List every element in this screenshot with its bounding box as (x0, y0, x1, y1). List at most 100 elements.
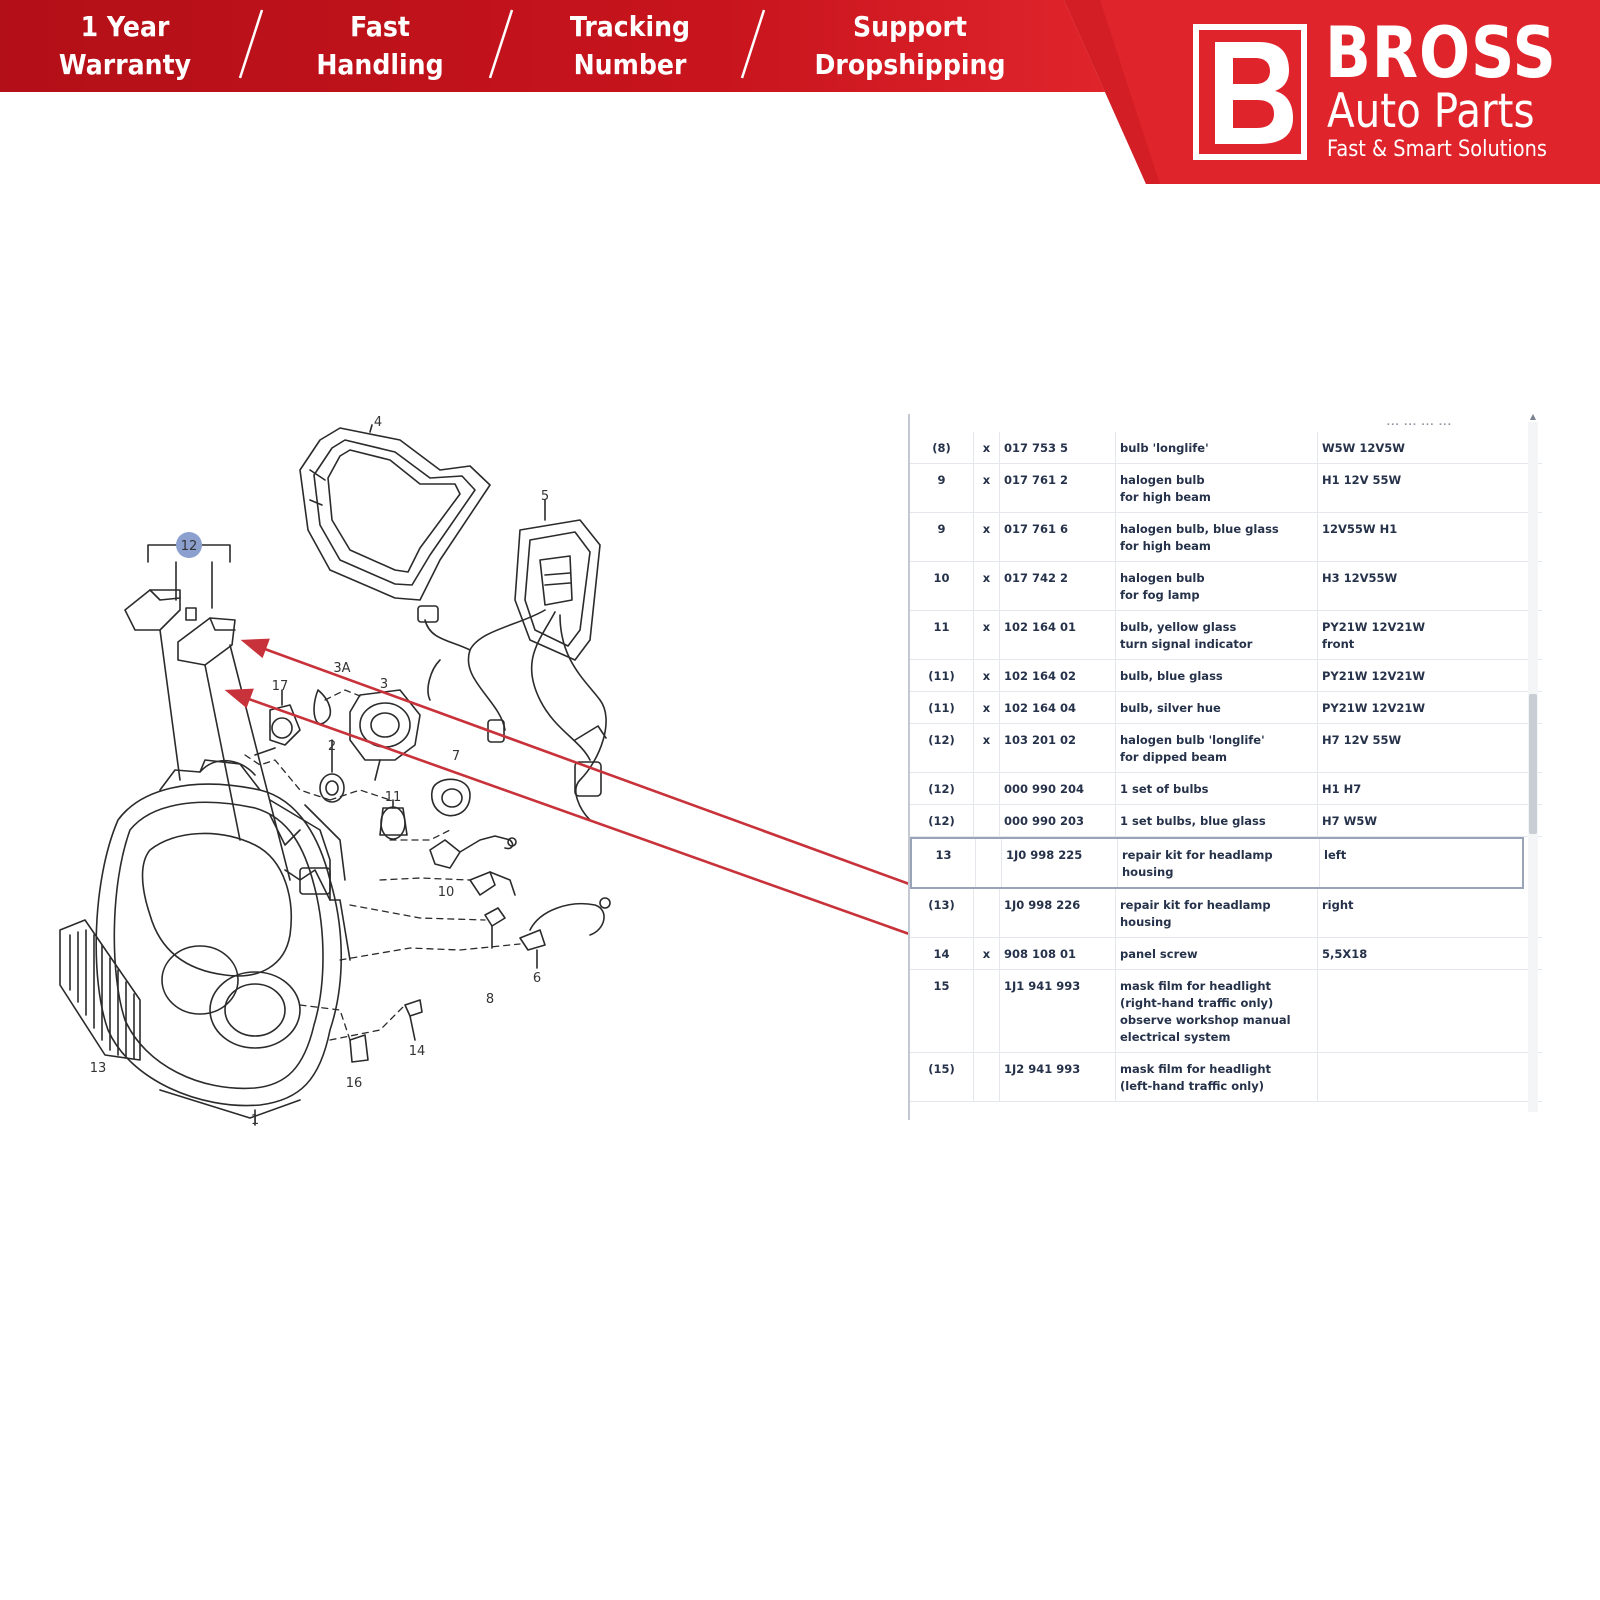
cell-mark (974, 805, 1000, 836)
divider-slash-icon (238, 9, 264, 79)
table-row[interactable]: (15) 1J2 941 993 mask film for headlight… (910, 1053, 1542, 1102)
table-row[interactable]: (13) 1J0 998 226 repair kit for headlamp… (910, 889, 1542, 938)
remark-line: PY21W 12V21W (1322, 669, 1426, 683)
cell-remark: H7 12V 55W (1318, 724, 1504, 772)
table-row[interactable]: (12) x 103 201 02 halogen bulb 'longlife… (910, 724, 1542, 773)
cell-description: 1 set bulbs, blue glass (1116, 805, 1318, 836)
cell-part-number: 103 201 02 (1000, 724, 1116, 772)
arrow-head-icon (240, 638, 270, 659)
reference-arrows (224, 638, 913, 937)
desc-line: housing (1122, 865, 1174, 879)
desc-line: bulb, yellow glass (1120, 620, 1237, 634)
cell-mark: x (974, 938, 1000, 969)
cell-part-number: 000 990 204 (1000, 773, 1116, 804)
cell-remark: left (1320, 839, 1506, 887)
feature-fast-handling: Fast Handling (290, 4, 470, 88)
callout-label: 6 (533, 971, 541, 986)
cell-description: 1 set of bulbs (1116, 773, 1318, 804)
cell-part-number: 000 990 203 (1000, 805, 1116, 836)
arrow-head-icon (224, 688, 254, 709)
highlighted-callout-marker (176, 532, 202, 558)
remark-line: H1 H7 (1322, 782, 1362, 796)
table-row[interactable]: (12) 000 990 204 1 set of bulbs H1 H7 (910, 773, 1542, 805)
cell-part-number: 017 761 2 (1000, 464, 1116, 512)
table-scrollbar[interactable] (1528, 422, 1538, 1112)
cell-position: (12) (910, 773, 974, 804)
desc-line: halogen bulb, blue glass (1120, 522, 1279, 536)
cell-mark (974, 970, 1000, 1052)
cell-description: halogen bulb 'longlife'for dipped beam (1116, 724, 1318, 772)
remark-line: right (1322, 898, 1354, 912)
feature-line: 1 Year (80, 10, 170, 43)
brand-tagline: Fast & Smart Solutions (1327, 137, 1547, 162)
remark-line: front (1322, 637, 1355, 651)
cell-remark: PY21W 12V21W (1318, 660, 1504, 691)
scrollbar-thumb[interactable] (1529, 694, 1537, 834)
desc-line: bulb 'longlife' (1120, 441, 1209, 455)
cell-part-number: 1J2 941 993 (1000, 1053, 1116, 1101)
desc-line: panel screw (1120, 947, 1198, 961)
top-banner: 1 Year Warranty Fast Handling Tracking N… (0, 0, 1600, 184)
table-row[interactable]: (12) 000 990 203 1 set bulbs, blue glass… (910, 805, 1542, 837)
cell-remark: W5W 12V5W (1318, 432, 1504, 463)
cell-position: (11) (910, 692, 974, 723)
cell-description: bulb 'longlife' (1116, 432, 1318, 463)
remark-line: H1 12V 55W (1322, 473, 1402, 487)
table-row[interactable]: (11) x 102 164 02 bulb, blue glass PY21W… (910, 660, 1542, 692)
cell-remark: H3 12V55W (1318, 562, 1504, 610)
cell-position: 13 (912, 839, 976, 887)
remark-line: PY21W 12V21W (1322, 620, 1426, 634)
callout-label: 4 (374, 415, 382, 430)
desc-line: halogen bulb (1120, 473, 1205, 487)
cell-remark: 5,5X18 (1318, 938, 1504, 969)
leader-lines (244, 689, 521, 1041)
desc-line: bulb, silver hue (1120, 701, 1221, 715)
cell-position: 9 (910, 513, 974, 561)
cell-mark: x (974, 724, 1000, 772)
remark-line: left (1324, 848, 1347, 862)
callout-label: 10 (438, 885, 455, 900)
table-row[interactable]: 14 x 908 108 01 panel screw 5,5X18 (910, 938, 1542, 970)
scroll-up-icon[interactable]: ▲ (1529, 414, 1537, 421)
remark-line: PY21W 12V21W (1322, 701, 1426, 715)
cell-remark: H1 H7 (1318, 773, 1504, 804)
desc-line: electrical system (1120, 1030, 1231, 1044)
remark-line: H7 12V 55W (1322, 733, 1402, 747)
cell-position: (12) (910, 724, 974, 772)
callout-label: 2 (328, 739, 336, 754)
cell-part-number: 102 164 01 (1000, 611, 1116, 659)
cell-mark: x (974, 660, 1000, 691)
callout-label: 7 (452, 749, 460, 764)
cell-description: panel screw (1116, 938, 1318, 969)
desc-line: repair kit for headlamp (1120, 898, 1271, 912)
callout-label: 11 (385, 790, 402, 805)
callout-label: 3 (380, 677, 388, 692)
table-row[interactable]: 15 1J1 941 993 mask film for headlight(r… (910, 970, 1542, 1053)
cell-mark (974, 773, 1000, 804)
divider-slash-icon (740, 9, 766, 79)
desc-line: mask film for headlight (1120, 1062, 1272, 1076)
cell-part-number: 1J1 941 993 (1000, 970, 1116, 1052)
brand-name: BROSS (1325, 12, 1557, 94)
table-row[interactable]: (8) x 017 753 5 bulb 'longlife' W5W 12V5… (910, 432, 1542, 464)
callout-label: 17 (272, 679, 289, 694)
remark-line: 5,5X18 (1322, 947, 1368, 961)
cell-description: bulb, blue glass (1116, 660, 1318, 691)
table-row[interactable]: (11) x 102 164 04 bulb, silver hue PY21W… (910, 692, 1542, 724)
desc-line: halogen bulb (1120, 571, 1205, 585)
cell-part-number: 017 742 2 (1000, 562, 1116, 610)
feature-line: Fast (350, 10, 410, 43)
cell-remark: PY21W 12V21W front (1318, 611, 1504, 659)
desc-line: mask film for headlight (1120, 979, 1272, 993)
cell-mark: x (974, 692, 1000, 723)
repair-kit-brackets (124, 537, 291, 881)
desc-line: 1 set bulbs, blue glass (1120, 814, 1266, 828)
cell-part-number: 017 761 6 (1000, 513, 1116, 561)
